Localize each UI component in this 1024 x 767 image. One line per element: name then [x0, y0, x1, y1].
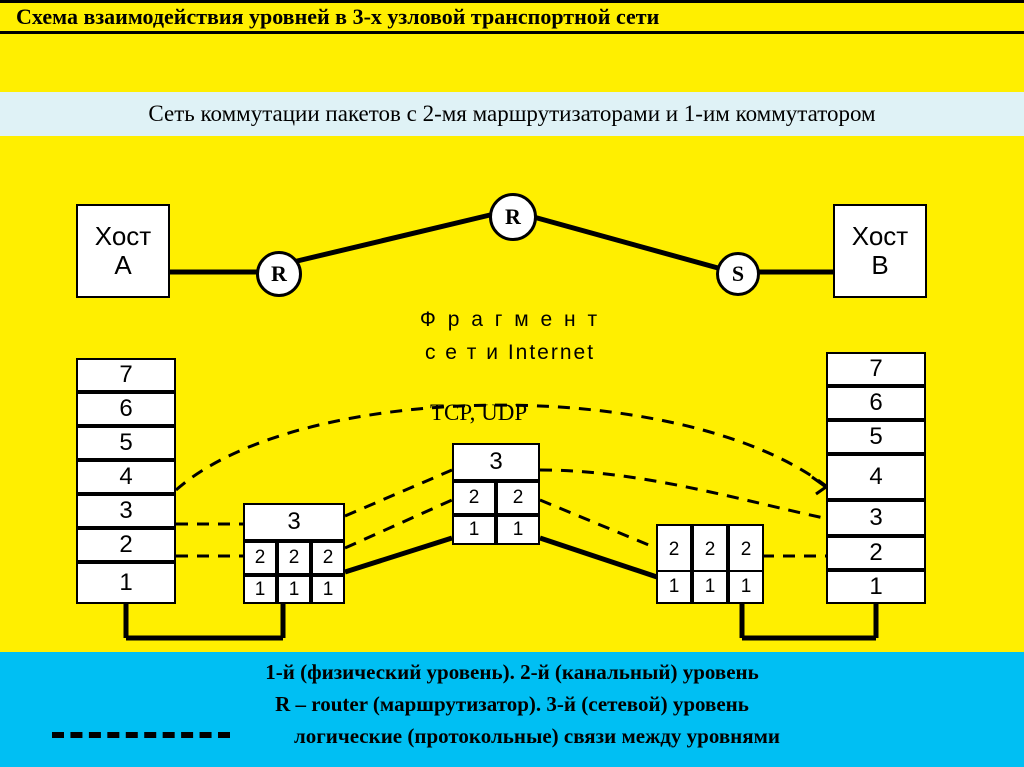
- footer-line-3: логические (протокольные) связи между ур…: [293, 724, 781, 748]
- dashed-legend-icon: [52, 732, 230, 738]
- host-b-layer-4: 4: [826, 454, 926, 500]
- host-a-layer-2: 2: [76, 528, 176, 562]
- fragment-label-line1: Ф р а г м е н т: [419, 308, 601, 331]
- router-left-node: R: [256, 251, 302, 297]
- subtitle-band: Сеть коммутации пакетов с 2-мя маршрутиз…: [0, 92, 1024, 136]
- router-left-label: R: [271, 261, 287, 286]
- physical-links: [123, 535, 879, 641]
- host-b-label-line1: Хост: [851, 220, 909, 251]
- footer-line-2: R – router (маршрутизатор). 3-й (сетевой…: [275, 692, 749, 716]
- router-top-node: R: [489, 193, 537, 241]
- switch-layer-2-a: 2: [656, 524, 692, 576]
- switch-node: S: [716, 252, 760, 296]
- router-mid-layer-1-b: 1: [496, 515, 540, 545]
- router-left-layer-3: 3: [243, 503, 345, 541]
- router-left-layer-1-a: 1: [243, 575, 277, 604]
- host-a-layer-3: 3: [76, 494, 176, 528]
- host-b-label-line2: B: [871, 250, 889, 280]
- switch-layer-2-c: 2: [728, 524, 764, 576]
- page-title: Схема взаимодействия уровней в 3-х узлов…: [16, 4, 660, 29]
- switch-layer-1-c: 1: [728, 570, 764, 604]
- router-mid-layer-1-a: 1: [452, 515, 496, 545]
- switch-layer-2-b: 2: [692, 524, 728, 576]
- host-b-layer-5: 5: [826, 420, 926, 454]
- host-a-layer-5: 5: [76, 426, 176, 460]
- host-b-layer-7: 7: [826, 352, 926, 386]
- host-a-layer-6: 6: [76, 392, 176, 426]
- router-mid-layer-2-a: 2: [452, 481, 496, 515]
- switch-layer-1-a: 1: [656, 570, 692, 604]
- host-b-layer-2: 2: [826, 536, 926, 570]
- router-left-layer-2-b: 2: [277, 541, 311, 575]
- network-links: [170, 212, 833, 275]
- host-b-layer-1: 1: [826, 570, 926, 604]
- host-a-label-line2: A: [114, 250, 132, 280]
- subtitle-text: Сеть коммутации пакетов с 2-мя маршрутиз…: [148, 101, 876, 126]
- router-left-layer-2-c: 2: [311, 541, 345, 575]
- host-a-layer-4: 4: [76, 460, 176, 494]
- router-left-layer-1-b: 1: [277, 575, 311, 604]
- switch-layer-1-b: 1: [692, 570, 728, 604]
- router-left-layer-1-c: 1: [311, 575, 345, 604]
- tcp-udp-label: TCP, UDP: [430, 400, 528, 425]
- host-a-label-line1: Хост: [94, 220, 152, 251]
- host-b-layer-6: 6: [826, 386, 926, 420]
- router-mid-layer-2-b: 2: [496, 481, 540, 515]
- host-b-box: Хост B: [833, 204, 927, 298]
- title-bar: Схема взаимодействия уровней в 3-х узлов…: [0, 0, 1024, 34]
- host-b-layer-3: 3: [826, 500, 926, 536]
- host-a-box: Хост A: [76, 204, 170, 298]
- router-mid-layer-3: 3: [452, 443, 540, 481]
- router-left-layer-2-a: 2: [243, 541, 277, 575]
- switch-label: S: [731, 261, 745, 286]
- host-a-layer-7: 7: [76, 358, 176, 392]
- router-top-label: R: [505, 204, 521, 229]
- footer-line-1: 1-й (физический уровень). 2-й (канальный…: [265, 660, 759, 684]
- logical-links: [175, 403, 827, 558]
- footer-band: 1-й (физический уровень). 2-й (канальный…: [0, 652, 1024, 767]
- fragment-label-line2: с е т и Internet: [424, 341, 596, 364]
- host-a-layer-1: 1: [76, 562, 176, 604]
